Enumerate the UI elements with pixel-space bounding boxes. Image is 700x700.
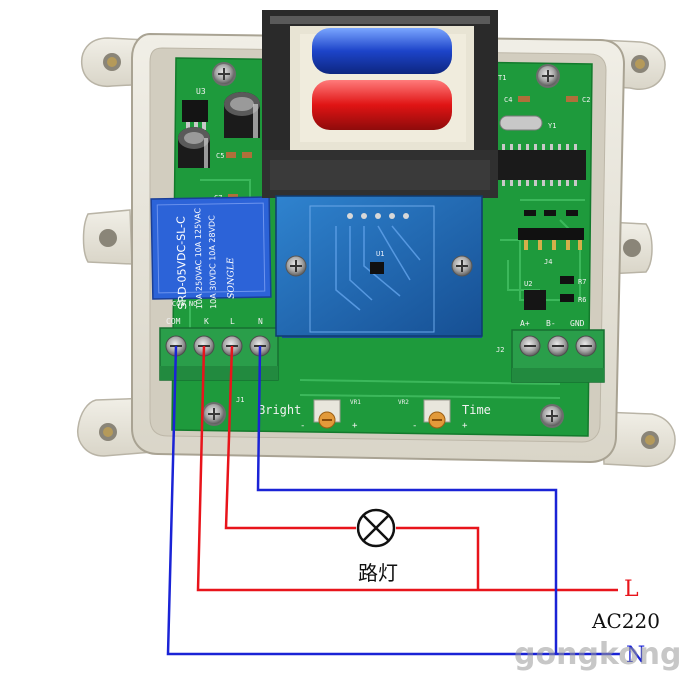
potentiometer-time	[423, 399, 451, 429]
wiring-diagram	[166, 345, 620, 656]
ic-u2	[524, 290, 546, 310]
time-plus: +	[462, 421, 468, 431]
regulator-u3	[182, 100, 208, 122]
mount-ear-bottom-right	[601, 411, 676, 468]
pcb-screw-icon	[202, 402, 226, 426]
designator-y1: Y1	[548, 122, 556, 130]
designator-u1: U1	[376, 250, 384, 258]
time-minus: -	[412, 421, 417, 431]
designator-r6: R6	[578, 296, 586, 304]
ic-u1	[370, 262, 384, 274]
time-label: Time	[462, 403, 491, 417]
terminal-screw-icon	[519, 335, 541, 357]
live-label: L	[624, 577, 639, 602]
supply-label: AC220	[591, 609, 660, 633]
lamp-icon	[356, 508, 396, 548]
relay-rating-ac: 10A 250VAC 10A 125VAC	[193, 208, 204, 310]
terminal-label-l: L	[230, 317, 235, 326]
designator-j1: J1	[236, 396, 244, 404]
wire-com-neutral	[166, 345, 620, 656]
pcb-screw-icon	[540, 404, 564, 428]
lamp-label: 路灯	[358, 561, 398, 585]
terminal-screw-icon	[547, 335, 569, 357]
wire-lamp-live	[396, 526, 480, 590]
terminal-label-b-minus: B-	[546, 319, 556, 328]
designator-vr2: VR2	[398, 399, 409, 406]
electrolytic-capacitor	[224, 92, 260, 138]
designator-u3: U3	[196, 87, 206, 96]
relay-pin-label: COW NO	[172, 300, 197, 308]
ic-chip	[498, 150, 586, 180]
coil-blue	[312, 28, 452, 74]
watermark: gongkong	[514, 637, 682, 672]
relay: SRD-05VDC-SL-C 10A 250VAC 10A 125VAC 10A…	[150, 196, 272, 310]
coil-red	[312, 80, 452, 130]
wire-l-lamp	[224, 345, 356, 530]
terminal-label-k: K	[204, 317, 209, 326]
terminal-label-a-plus: A+	[520, 319, 530, 328]
pcb-screw-icon	[536, 64, 560, 88]
designator-c2: C2	[582, 96, 590, 104]
neutral-label: N	[626, 643, 645, 668]
terminal-label-com: COM	[166, 317, 181, 326]
header-j4	[518, 228, 584, 250]
designator-r7: R7	[578, 278, 586, 286]
terminal-label-n: N	[258, 317, 263, 326]
crystal-y1	[499, 115, 543, 131]
pcb-screw-icon	[212, 62, 236, 86]
bright-label: Bright	[258, 403, 301, 417]
relay-brand: SONGLE	[226, 257, 237, 299]
relay-model: SRD-05VDC-SL-C	[174, 216, 189, 310]
wire-n-neutral	[256, 345, 558, 654]
sensor-module: U1	[275, 195, 483, 338]
terminal-label-gnd: GND	[570, 319, 585, 328]
module-screw-icon	[451, 255, 473, 277]
electrolytic-capacitor	[178, 127, 210, 168]
designator-t1: T1	[498, 74, 506, 82]
designator-c4: C4	[504, 96, 512, 104]
transformer	[262, 10, 498, 198]
terminal-block-right	[511, 329, 605, 383]
relay-rating-dc: 10A 30VDC 10A 28VDC	[207, 215, 218, 309]
designator-u2: U2	[524, 280, 532, 288]
designator-j2: J2	[496, 346, 504, 354]
module-screw-icon	[285, 255, 307, 277]
bright-plus: +	[352, 421, 358, 431]
designator-c5: C5	[216, 152, 224, 160]
designator-vr1: VR1	[350, 399, 361, 406]
designator-j4: J4	[544, 258, 552, 266]
potentiometer-bright	[313, 399, 341, 429]
bright-minus: -	[300, 421, 305, 431]
terminal-screw-icon	[575, 335, 597, 357]
